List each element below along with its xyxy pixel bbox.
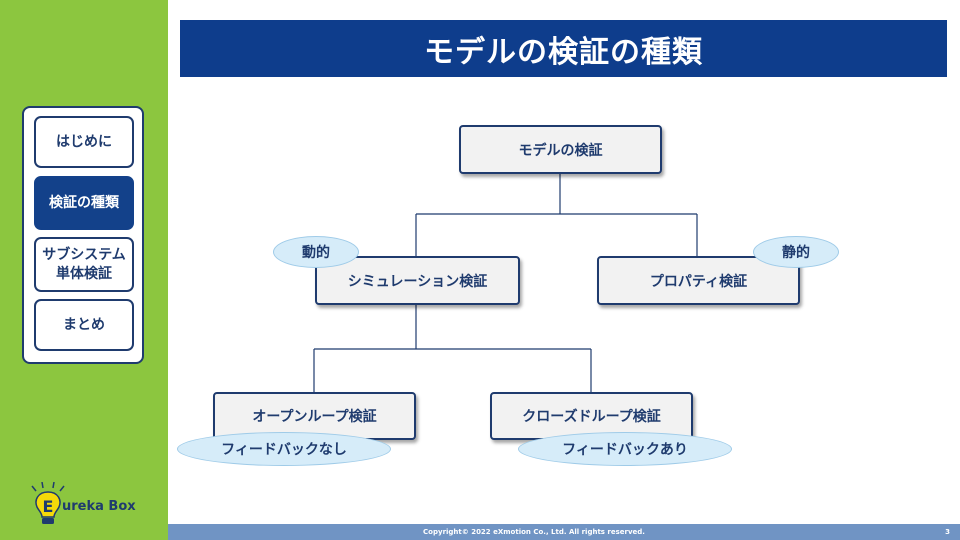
nav-item-summary[interactable]: まとめ (34, 299, 134, 351)
page-number: 3 (945, 528, 950, 536)
lightbulb-icon: E (31, 481, 65, 524)
nav-item-verification-types[interactable]: 検証の種類 (34, 176, 134, 230)
node-open-loop-verification: オープンループ検証 (213, 392, 416, 440)
section-nav: はじめに 検証の種類 サブシステム単体検証 まとめ (22, 106, 144, 364)
page-title: モデルの検証の種類 (180, 20, 947, 77)
logo-text: ureka Box (62, 499, 136, 514)
copyright-text: Copyright© 2022 eXmotion Co., Ltd. All r… (423, 528, 645, 536)
badge-feedback: フィードバックあり (518, 432, 732, 466)
node-simulation-verification: シミュレーション検証 (315, 256, 520, 305)
badge-static: 静的 (753, 236, 839, 268)
node-property-verification: プロパティ検証 (597, 256, 800, 305)
nav-item-subsystem[interactable]: サブシステム単体検証 (34, 237, 134, 292)
badge-dynamic: 動的 (273, 236, 359, 268)
eureka-box-logo: E (28, 481, 158, 526)
footer: Copyright© 2022 eXmotion Co., Ltd. All r… (168, 524, 960, 540)
badge-no-feedback: フィードバックなし (177, 432, 391, 466)
nav-item-intro[interactable]: はじめに (34, 116, 134, 168)
node-model-verification: モデルの検証 (459, 125, 662, 174)
logo-letter: E (43, 497, 54, 516)
